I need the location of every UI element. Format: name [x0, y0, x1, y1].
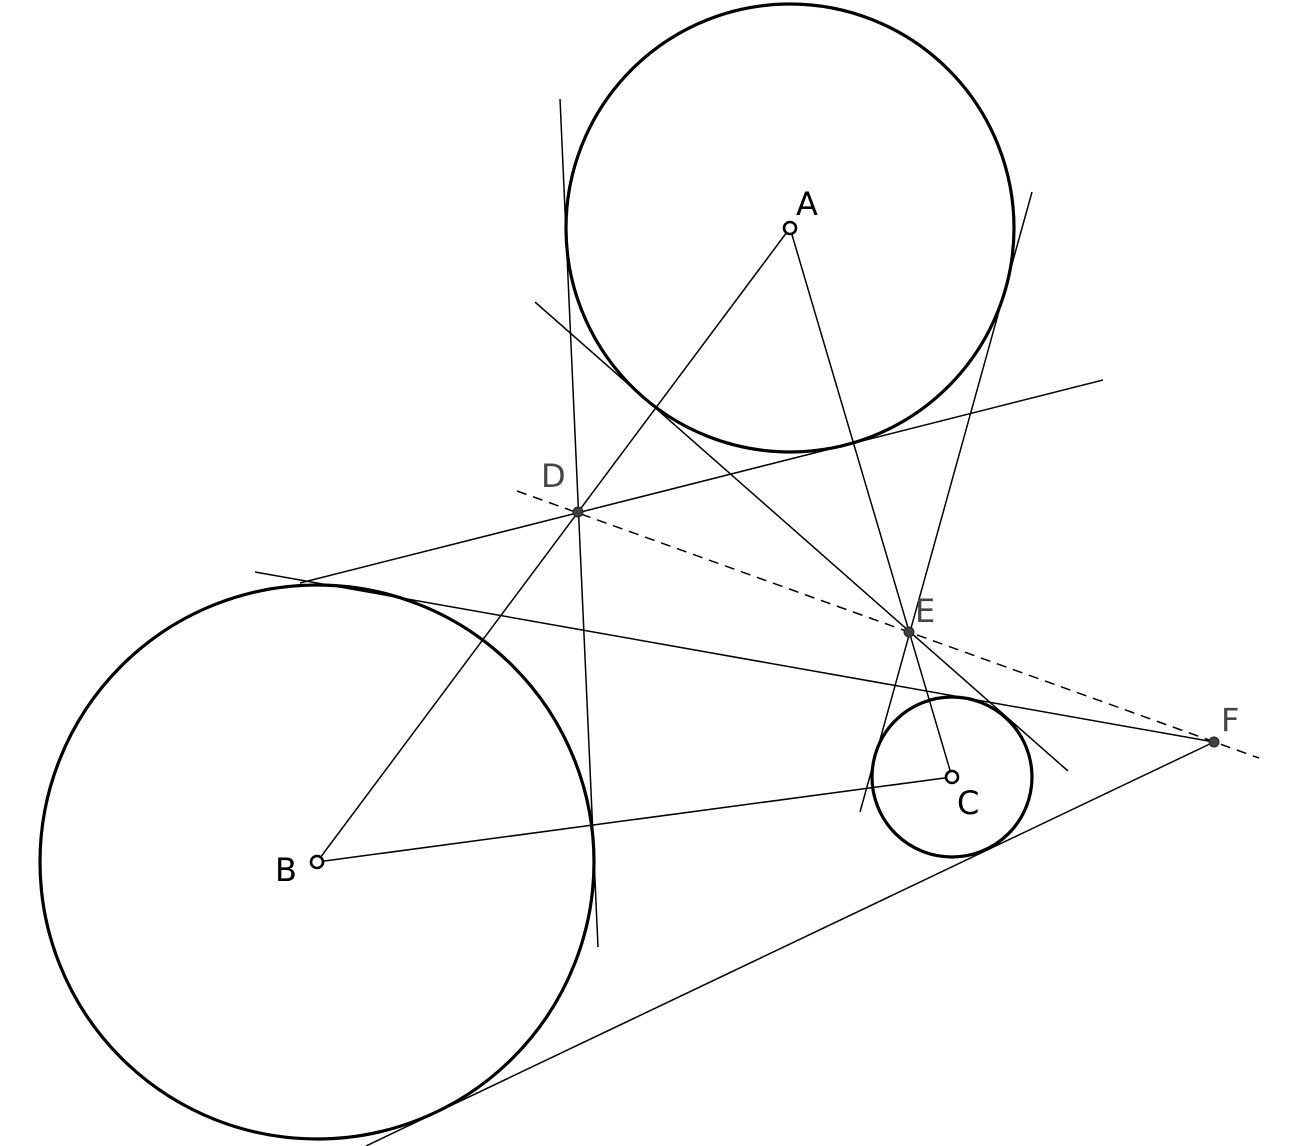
label-f: F: [1221, 701, 1239, 739]
tangent-bc-lower: [365, 741, 1215, 1146]
label-c: C: [957, 784, 979, 822]
segment-ac: [789, 227, 953, 778]
point-d: [572, 506, 584, 518]
point-f: [1208, 736, 1220, 748]
label-e: E: [915, 592, 935, 630]
collinear-dashed-line: [516, 490, 1260, 759]
center-c-point: [944, 769, 960, 785]
tangent-ab-internal: [559, 98, 599, 948]
tangent-ac-external: [859, 191, 1033, 813]
segment-ab: [316, 227, 791, 863]
tangent-ab-external: [299, 379, 1104, 584]
segment-bc: [316, 776, 953, 863]
center-b-point: [309, 854, 325, 870]
point-e: [903, 626, 915, 638]
center-a-point: [782, 220, 798, 236]
tangent-ac-internal: [534, 301, 1069, 772]
label-d: D: [541, 457, 566, 495]
circle-c: [870, 695, 1034, 859]
tangent-bc-upper: [254, 571, 1215, 743]
label-a: A: [796, 185, 818, 223]
label-b: B: [275, 851, 297, 889]
